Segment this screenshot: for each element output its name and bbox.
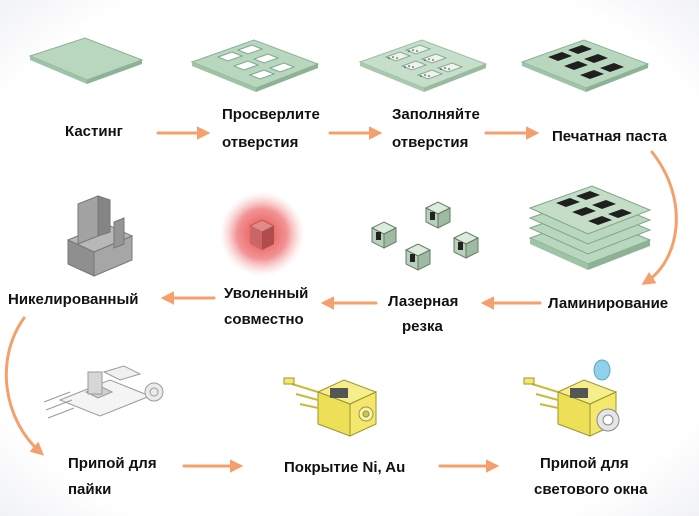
label-plating: Покрытие Ni, Au <box>284 459 406 476</box>
label-nickel: Никелированный <box>8 291 139 308</box>
printed-sheet-image <box>520 39 650 92</box>
label-lamination: Ламинирование <box>548 295 669 312</box>
label-window-line1: Припой для <box>540 455 629 472</box>
laser-cut-pieces-image <box>370 201 480 271</box>
label-fill-line1: Заполняйте <box>392 106 480 123</box>
label-fired-line1: Уволенный <box>224 285 309 302</box>
label-laser-line2: резка <box>402 318 443 335</box>
arrow-nickel-to-solder <box>4 316 45 456</box>
drilled-sheet-image <box>190 39 320 92</box>
label-fired-line2: совместно <box>224 311 304 328</box>
casting-sheet-image <box>28 37 144 84</box>
label-fill-line2: отверстия <box>392 134 469 151</box>
gold-housing-image <box>283 377 378 437</box>
cofired-piece-image <box>220 192 304 276</box>
solder-sketch-image <box>43 365 164 419</box>
laminated-stack-image <box>528 185 652 270</box>
label-laser-line1: Лазерная <box>388 293 459 310</box>
nickel-block-image <box>66 195 134 277</box>
filled-sheet-image <box>358 39 488 92</box>
label-print-paste: Печатная паста <box>552 128 667 145</box>
label-drill-line1: Просверлите <box>222 106 320 123</box>
window-housing-image <box>523 359 620 437</box>
arrow-print-to-lamination <box>641 150 678 285</box>
label-solder-line2: пайки <box>68 481 112 498</box>
label-casting: Кастинг <box>65 123 123 140</box>
label-solder-line1: Припой для <box>68 455 157 472</box>
label-drill-line2: отверстия <box>222 134 299 151</box>
flow-arrows <box>4 126 678 473</box>
label-window-line2: светового окна <box>534 481 648 498</box>
